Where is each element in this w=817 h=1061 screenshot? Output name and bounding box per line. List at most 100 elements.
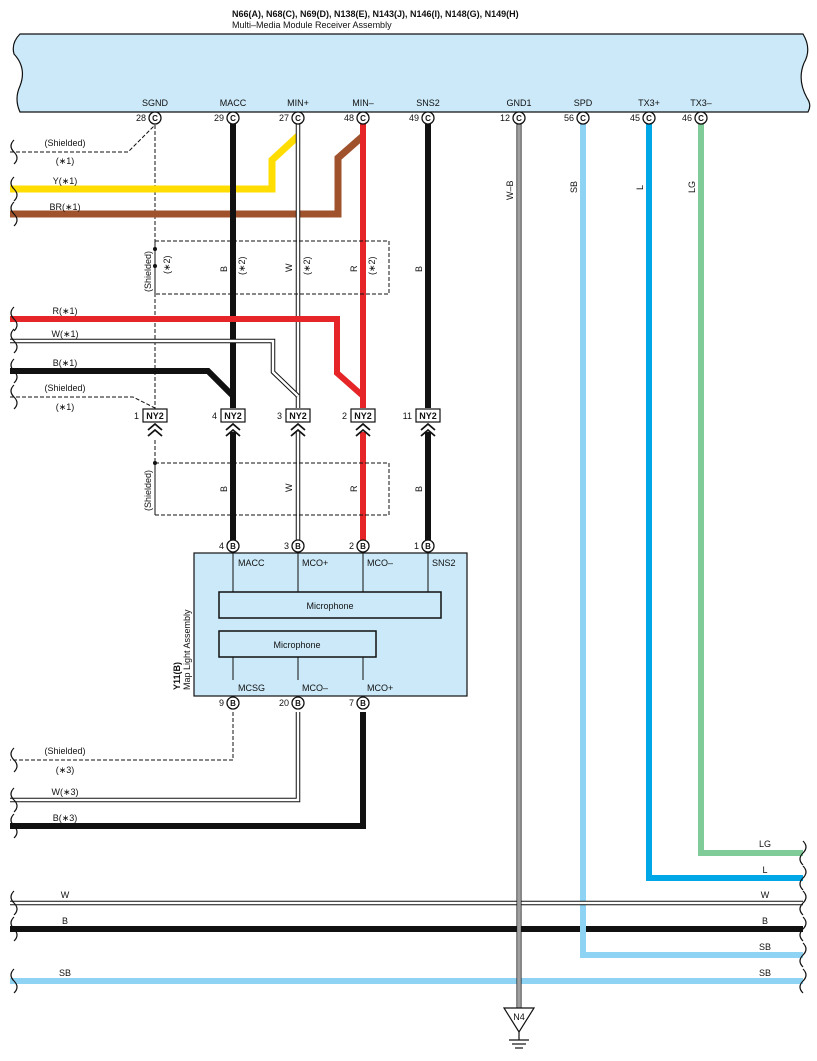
microphone-2: [218, 630, 377, 658]
pin-conn-56: C: [580, 114, 586, 123]
label-shielded-bottom: (Shielded): [44, 746, 85, 756]
junction-num-2: 2: [342, 411, 347, 421]
vlabel-minm-lower: R: [349, 485, 359, 492]
shield-label-upper: (Shielded): [143, 251, 153, 292]
junction-ny2: [142, 408, 441, 423]
receiver-title: N66(A), N68(C), N69(D), N138(E), N143(J)…: [232, 9, 519, 19]
ml-pin-circle-1: [421, 539, 435, 553]
map-light-id: Y11(B): [172, 662, 182, 690]
vlabel-minm-upper: R: [349, 265, 359, 272]
ml-pin-circle-9: [226, 696, 240, 710]
receiver-subtitle: Multi–Media Module Receiver Assembly: [232, 20, 392, 30]
wire-white-mid: [10, 339, 299, 397]
label-shielded-top-note: (∗1): [56, 156, 75, 166]
shield-wire-bottom: [10, 712, 234, 761]
junction-chevrons: [147, 422, 436, 437]
vlabel-macc-upper-note: (∗2): [237, 256, 247, 275]
vlabel-macc-lower: B: [219, 486, 229, 492]
junction-name-2: NY2: [354, 411, 372, 421]
shield-node-upper-2: [153, 264, 157, 268]
junction-name-1: NY2: [146, 411, 164, 421]
wire-black-mid: [10, 368, 236, 399]
wire-spd: [580, 124, 803, 958]
wire-brown: [10, 133, 366, 218]
shield-note-upper: (∗2): [162, 255, 172, 274]
wire-black-bottom: [10, 712, 366, 829]
junction-box-3: [285, 408, 311, 423]
map-light-name: Map Light Assembly: [182, 609, 192, 690]
ml-pin-num-2: 2: [349, 541, 354, 551]
wire-tx3p: [646, 124, 803, 881]
vlabel-minm-upper-note: (∗2): [367, 256, 377, 275]
pin-conn-12: C: [516, 114, 522, 123]
pin-conn-29: C: [230, 114, 236, 123]
pin-circle-56: [576, 111, 590, 125]
pin-name-minp: MIN+: [287, 98, 309, 108]
label-right-sb2: SB: [759, 968, 771, 978]
junction-num-3: 3: [277, 411, 282, 421]
pin-name-sgnd: SGND: [142, 98, 169, 108]
ml-pin-conn-20: B: [295, 699, 301, 708]
label-bus-sb: SB: [59, 968, 71, 978]
junction-name-11: NY2: [419, 411, 437, 421]
shield-wire-mid: [10, 396, 156, 409]
label-right-b: B: [762, 916, 768, 926]
ml-pin-name-macc: MACC: [238, 558, 265, 568]
pin-conn-46: C: [698, 114, 704, 123]
pin-name-sns2: SNS2: [416, 98, 440, 108]
label-r1: R(∗1): [52, 306, 77, 316]
label-y1: Y(∗1): [53, 176, 78, 186]
ml-pin-conn-7: B: [360, 699, 366, 708]
pin-circle-46: [694, 111, 708, 125]
label-shielded-top: (Shielded): [44, 138, 85, 148]
vlabel-tx3m: LG: [687, 181, 697, 193]
ml-pin-num-4: 4: [219, 541, 224, 551]
label-right-w: W: [761, 890, 770, 900]
ml-pin-circle-3: [291, 539, 305, 553]
junction-box-11: [415, 408, 441, 423]
pin-circle-27: [291, 111, 305, 125]
pin-name-gnd1: GND1: [506, 98, 531, 108]
junction-num-1: 1: [134, 411, 139, 421]
vlabel-minp-upper-note: (∗2): [302, 256, 312, 275]
vlabel-tx3p: L: [635, 185, 645, 190]
label-w1: W(∗1): [51, 329, 78, 339]
pin-name-tx3p: TX3+: [638, 98, 660, 108]
vlabel-sns2-lower: B: [414, 486, 424, 492]
ml-pin-name-mcsg: MCSG: [238, 683, 265, 693]
ml-pin-conn-2: B: [360, 542, 366, 551]
vlabel-gnd1: W–B: [505, 180, 515, 200]
wire-red-mid: [10, 316, 365, 399]
ml-pin-name-mcop2: MCO+: [367, 683, 393, 693]
ml-pin-conn-3: B: [295, 542, 301, 551]
shield-box-lower: [154, 462, 390, 516]
pin-conn-48: C: [360, 114, 366, 123]
label-bus-w: W: [61, 890, 70, 900]
microphone-2-label: Microphone: [273, 640, 320, 650]
ml-pin-num-20: 20: [279, 698, 289, 708]
label-shielded-mid-note: (∗1): [56, 402, 75, 412]
label-right-lg: LG: [759, 839, 771, 849]
label-shielded-bottom-note: (∗3): [56, 765, 75, 775]
pin-circle-45: [642, 111, 656, 125]
ml-pin-conn-1: B: [425, 542, 431, 551]
pin-conn-45: C: [646, 114, 652, 123]
wire-yellow: [10, 133, 301, 193]
pin-conn-27: C: [295, 114, 301, 123]
pin-circle-28: [148, 111, 162, 125]
pin-conn-28: C: [152, 114, 158, 123]
pin-name-macc: MACC: [220, 98, 247, 108]
ml-pin-conn-4: B: [230, 542, 236, 551]
junction-box-4: [220, 408, 246, 423]
map-light-assembly: [193, 552, 468, 697]
ml-pin-num-9: 9: [219, 698, 224, 708]
shield-wire-top: [10, 124, 156, 153]
ml-pin-circle-2: [356, 539, 370, 553]
ground-label: N4: [513, 1012, 525, 1022]
wire-white-bottom: [10, 712, 300, 802]
junction-num-4: 4: [212, 411, 217, 421]
junction-box-2: [350, 408, 376, 423]
ml-pin-name-mcom2: MCO–: [302, 683, 328, 693]
pin-num-46: 46: [682, 113, 692, 123]
